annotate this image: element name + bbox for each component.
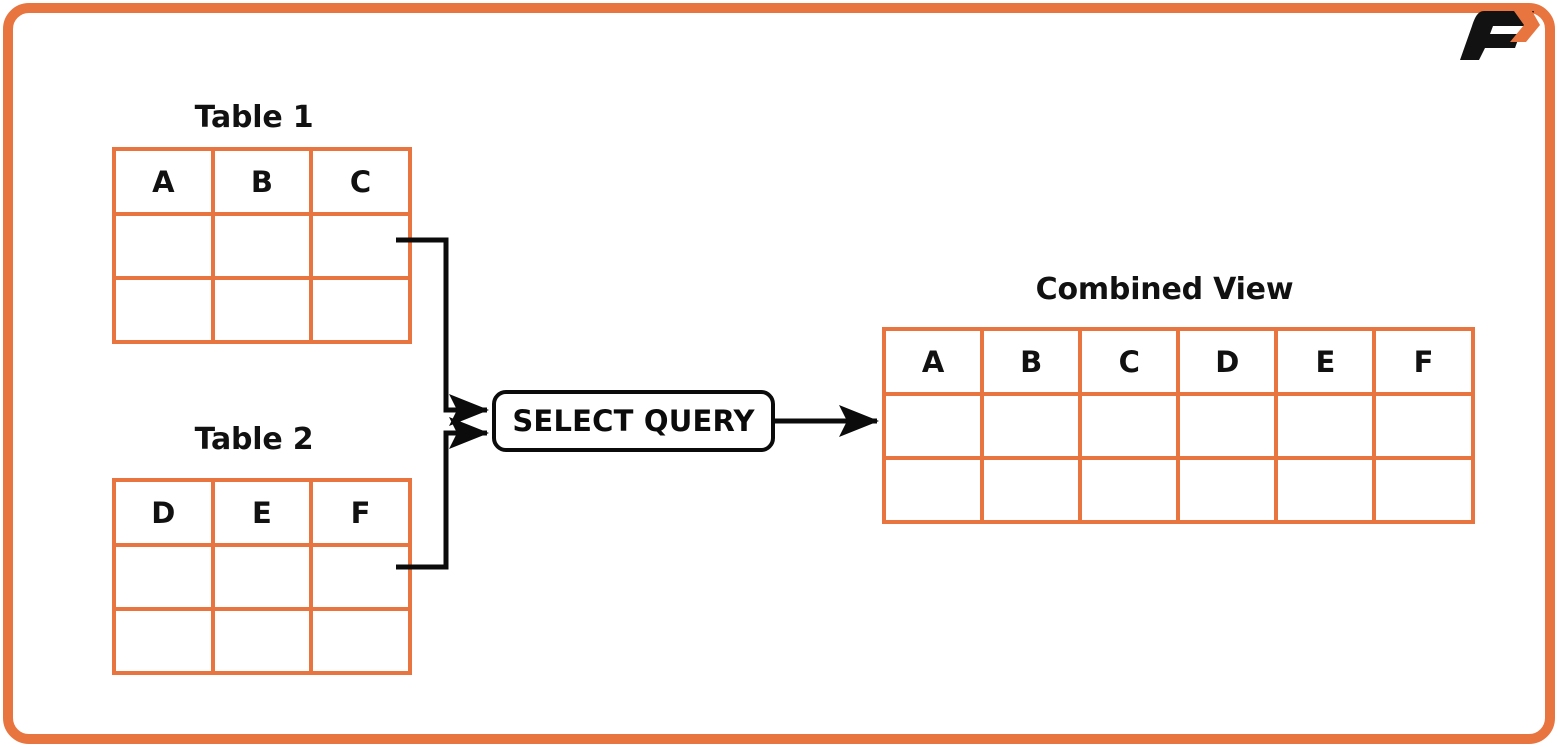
combined-header-cell-f: F xyxy=(1372,327,1475,396)
combined-empty-cell xyxy=(1078,392,1181,460)
table2-title: Table 2 xyxy=(194,422,314,457)
combined-empty-cell xyxy=(1372,456,1475,524)
select-query-node[interactable]: SELECT QUERY xyxy=(492,390,775,452)
table1-empty-cell xyxy=(309,276,412,344)
table2-empty-cell xyxy=(112,543,215,611)
table-row xyxy=(112,607,412,675)
table1-empty-cell xyxy=(112,212,215,280)
table2-empty-cell xyxy=(309,607,412,675)
combined-header-cell-d: D xyxy=(1176,327,1279,396)
combined-empty-cell xyxy=(980,392,1083,460)
table1-header-cell-a: A xyxy=(112,147,215,216)
combined-empty-cell xyxy=(881,456,985,524)
combined-empty-cell xyxy=(881,392,985,460)
table1-empty-cell xyxy=(210,212,314,280)
table-row xyxy=(112,276,412,344)
table1-title: Table 1 xyxy=(194,100,314,135)
table2-header-cell-d: D xyxy=(112,478,215,547)
table2-header-cell-f: F xyxy=(309,478,412,547)
logo-chevron-icon xyxy=(1510,11,1540,42)
table1-header-cell-c: C xyxy=(309,147,412,216)
table-row xyxy=(112,212,412,280)
table1-empty-cell xyxy=(210,276,314,344)
table1-grid: A B C xyxy=(112,147,412,344)
table-header-row: A B C xyxy=(112,147,412,216)
select-query-label: SELECT QUERY xyxy=(512,404,755,438)
table2-empty-cell xyxy=(112,607,215,675)
combined-empty-cell xyxy=(980,456,1083,524)
table-row xyxy=(112,543,412,611)
company-f-logo xyxy=(1444,6,1540,62)
combined-header-cell-a: A xyxy=(881,327,985,396)
combined-header-cell-b: B xyxy=(980,327,1083,396)
table2-header-cell-e: E xyxy=(210,478,314,547)
table-header-row: D E F xyxy=(112,478,412,547)
combined-empty-cell xyxy=(1176,392,1279,460)
table2-empty-cell xyxy=(309,543,412,611)
table2-grid: D E F xyxy=(112,478,412,675)
combined-empty-cell xyxy=(1372,392,1475,460)
combined-empty-cell xyxy=(1274,392,1377,460)
table-row xyxy=(881,392,1475,460)
table1-header-cell-b: B xyxy=(210,147,314,216)
table-header-row: A B C D E F xyxy=(881,327,1475,396)
combined-view-grid: A B C D E F xyxy=(881,327,1475,524)
combined-empty-cell xyxy=(1176,456,1279,524)
combined-empty-cell xyxy=(1078,456,1181,524)
table2-empty-cell xyxy=(210,543,314,611)
table-row xyxy=(881,456,1475,524)
table1-empty-cell xyxy=(309,212,412,280)
combined-empty-cell xyxy=(1274,456,1377,524)
combined-header-cell-e: E xyxy=(1274,327,1377,396)
table1-empty-cell xyxy=(112,276,215,344)
combined-header-cell-c: C xyxy=(1078,327,1181,396)
table2-empty-cell xyxy=(210,607,314,675)
combined-view-title: Combined View xyxy=(1035,272,1294,307)
logo-f-glyph xyxy=(1460,11,1534,60)
